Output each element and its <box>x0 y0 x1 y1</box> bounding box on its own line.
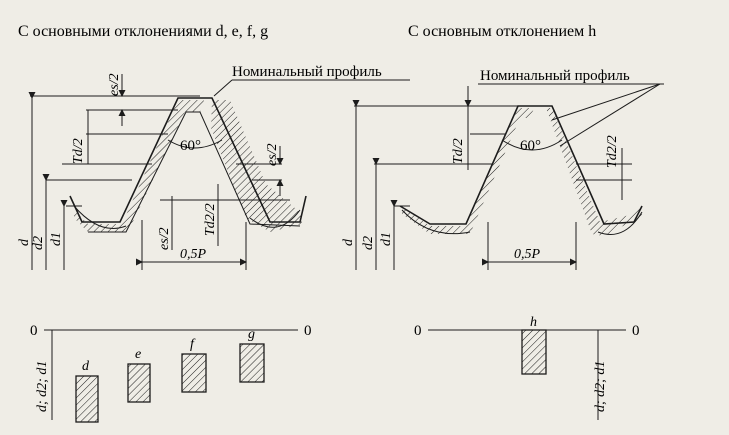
left-dim-d2: d2 <box>31 236 46 250</box>
right-deviation-scheme <box>428 329 626 420</box>
right-diagram-title: С основным отклонением h <box>408 23 596 40</box>
left-profile-outline <box>69 97 307 223</box>
deviation-label-g: g <box>248 327 255 342</box>
right-deviation-axis-label: d; d2; d1 <box>593 361 608 412</box>
deviation-box-h <box>521 329 547 375</box>
right-dim-d2: d2 <box>361 236 376 250</box>
deviation-box-e <box>127 363 151 403</box>
right-zero-label-start: 0 <box>414 323 422 339</box>
deviation-box-d <box>75 375 99 423</box>
left-angle-arc <box>167 139 223 149</box>
left-profile-band-left-flank <box>74 100 204 232</box>
right-angle-label: 60° <box>520 138 541 154</box>
left-nominal-profile-label: Номинальный профиль <box>232 64 382 80</box>
left-diagram-title: С основными отклонениями d, e, f, g <box>18 23 268 40</box>
left-profile-inner-outline <box>88 111 301 233</box>
left-zero-label-start: 0 <box>30 323 38 339</box>
left-es-half-right: es/2 <box>265 143 280 166</box>
left-root-arc-right <box>249 209 301 228</box>
right-profile-band-right-flank <box>546 108 642 236</box>
left-es-half-bottom: es/2 <box>157 227 172 250</box>
right-td2-half: Td2/2 <box>605 135 620 168</box>
left-td-half: Td/2 <box>71 138 86 164</box>
left-angle-label: 60° <box>180 138 201 154</box>
right-zero-label-end: 0 <box>632 323 640 339</box>
left-half-pitch: 0,5P <box>180 247 207 262</box>
deviation-box-f <box>181 353 207 393</box>
right-td-half: Td/2 <box>451 138 466 164</box>
left-zero-label-end: 0 <box>304 323 312 339</box>
deviation-label-d: d <box>82 359 90 374</box>
left-profile-band-right-flank <box>211 100 302 232</box>
left-td2-half: Td2/2 <box>203 203 218 236</box>
left-root-arc <box>73 205 127 229</box>
deviation-label-h: h <box>530 315 537 330</box>
left-dim-d1: d1 <box>49 232 64 246</box>
deviation-label-f: f <box>190 337 196 352</box>
right-dim-d1: d1 <box>379 232 394 246</box>
right-root-arc-right <box>597 211 643 235</box>
right-half-pitch: 0,5P <box>514 247 541 262</box>
left-thread-profile: 60° <box>28 74 410 270</box>
right-thread-profile: 60° <box>352 83 664 270</box>
right-angle-arc <box>501 139 563 151</box>
deviation-box-g <box>239 343 265 383</box>
right-dim-d: d <box>341 238 356 246</box>
left-es-half-top: es/2 <box>107 73 122 96</box>
left-dim-d: d <box>17 238 32 246</box>
right-nominal-profile-label: Номинальный профиль <box>480 68 630 84</box>
left-deviation-axis-label: d; d2; d1 <box>35 361 50 412</box>
left-deviation-scheme <box>44 329 298 423</box>
right-profile-outline <box>399 105 643 225</box>
deviation-label-e: e <box>135 347 141 362</box>
right-root-arc <box>401 209 471 235</box>
